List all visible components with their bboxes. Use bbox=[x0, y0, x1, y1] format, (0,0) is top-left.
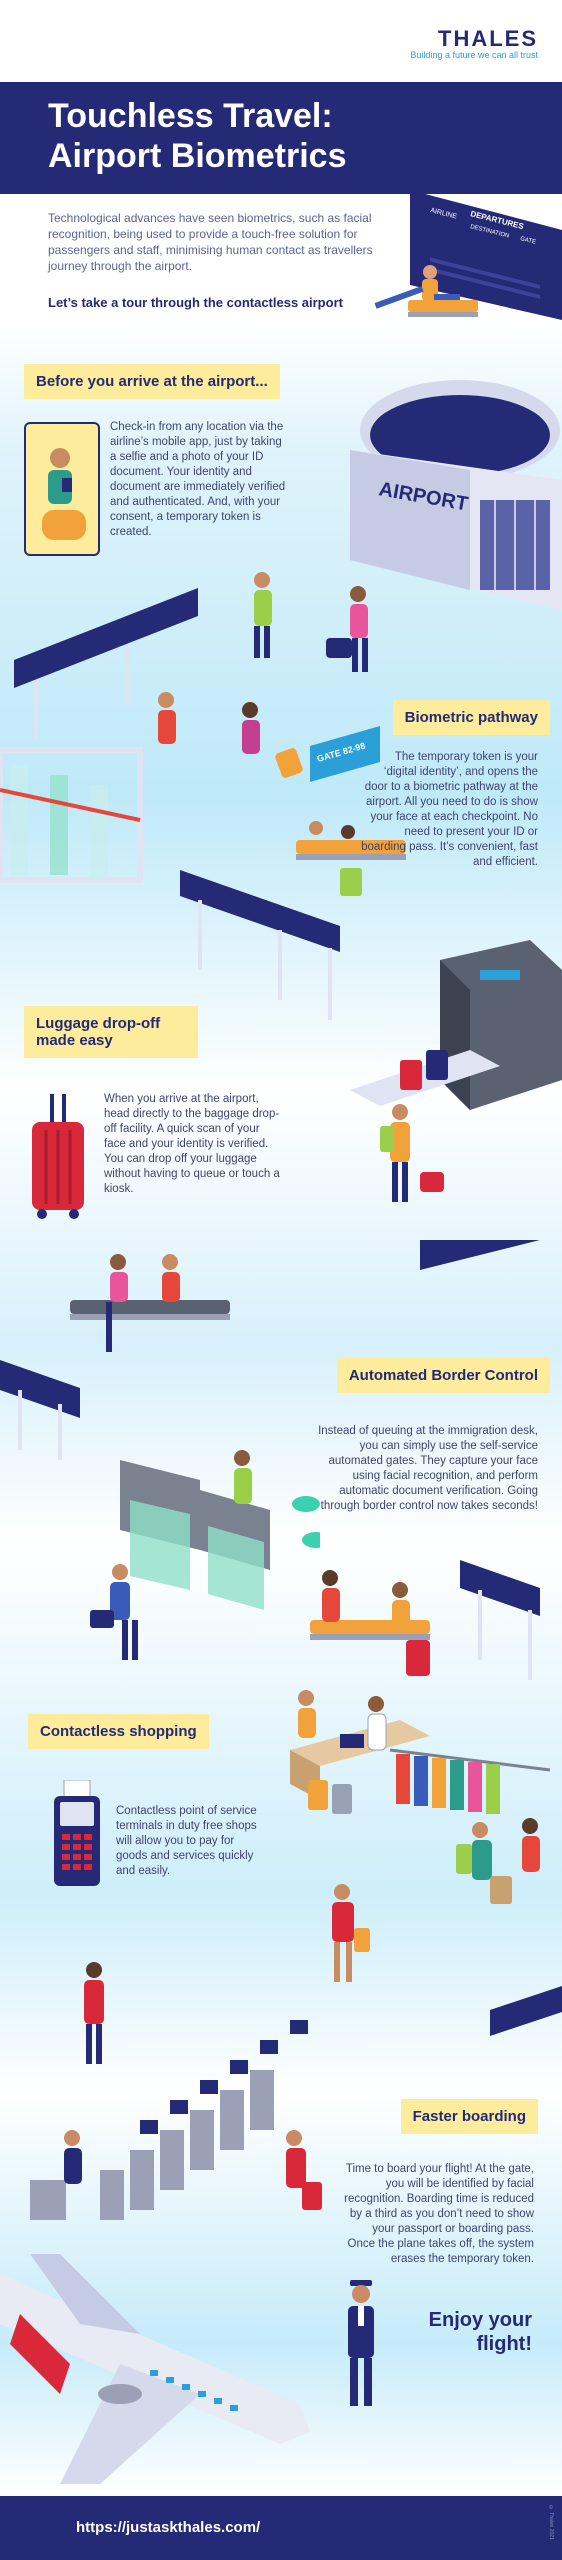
luggage-section-text: When you arrive at the airport, head dir… bbox=[104, 1093, 280, 1195]
duty-free-shop-illustration bbox=[290, 1690, 551, 1904]
red-suitcase-icon bbox=[32, 1094, 84, 1219]
biometric-pathway-illustration: GATE 82-98 bbox=[0, 572, 406, 896]
boarding-section-text: Time to board your flight! At the gate, … bbox=[344, 2163, 534, 2265]
airplane-illustration bbox=[0, 2254, 310, 2484]
phone-selfie-illustration bbox=[24, 422, 100, 556]
arrive-section-text: Check-in from any location via the airli… bbox=[110, 421, 286, 538]
arrive-section-title: Before you arrive at the airport... bbox=[24, 364, 280, 399]
traveller-illustration bbox=[84, 1962, 104, 2064]
border-section-title: Automated Border Control bbox=[336, 1358, 550, 1393]
luggage-section-title: Luggage drop-off made easy bbox=[24, 1006, 198, 1058]
board-gate-label: GATE bbox=[520, 236, 537, 246]
tagline: Building a future we can all trust bbox=[410, 50, 538, 60]
payment-terminal-icon bbox=[54, 1780, 100, 1886]
border-gates-illustration bbox=[90, 1450, 320, 1660]
footer bbox=[0, 2496, 562, 2560]
closing-message: Enjoy your flight! bbox=[428, 2309, 532, 2355]
baggage-scanner-illustration bbox=[350, 940, 562, 1202]
pathway-section-title: Biometric pathway bbox=[392, 700, 550, 735]
departures-board-illustration: AIRLINE DEPARTURES DESTINATION GATE bbox=[374, 190, 562, 320]
intro-text: Technological advances have seen biometr… bbox=[48, 211, 373, 273]
flight-attendant-illustration bbox=[332, 1884, 370, 1982]
waiting-area-illustration bbox=[310, 1560, 540, 1680]
departure-boards-illustration bbox=[180, 870, 340, 1020]
airport-building-illustration: AIRPORT bbox=[350, 380, 562, 610]
page-title: Touchless Travel: Airport Biometrics bbox=[48, 97, 347, 175]
tour-heading: Let’s take a tour through the contactles… bbox=[48, 295, 343, 310]
boarding-section-title: Faster boarding bbox=[400, 2099, 538, 2134]
website-link[interactable]: https://justaskthales.com/ bbox=[76, 2519, 261, 2536]
border-section-text: Instead of queuing at the immigration de… bbox=[318, 1425, 538, 1512]
top-bar bbox=[0, 0, 562, 82]
shopping-section-text: Contactless point of service terminals i… bbox=[116, 1805, 257, 1877]
boarding-gates-illustration bbox=[30, 1986, 562, 2220]
lounge-illustration bbox=[0, 1240, 540, 1460]
thales-logo[interactable]: THALES bbox=[438, 26, 538, 51]
pathway-section-text: The temporary token is your ‘digital ide… bbox=[361, 751, 538, 868]
copyright-text: © Thales 2021 bbox=[548, 2505, 554, 2540]
title-band bbox=[0, 82, 562, 194]
shopping-section-title: Contactless shopping bbox=[28, 1714, 209, 1749]
pilot-illustration bbox=[348, 2280, 374, 2406]
